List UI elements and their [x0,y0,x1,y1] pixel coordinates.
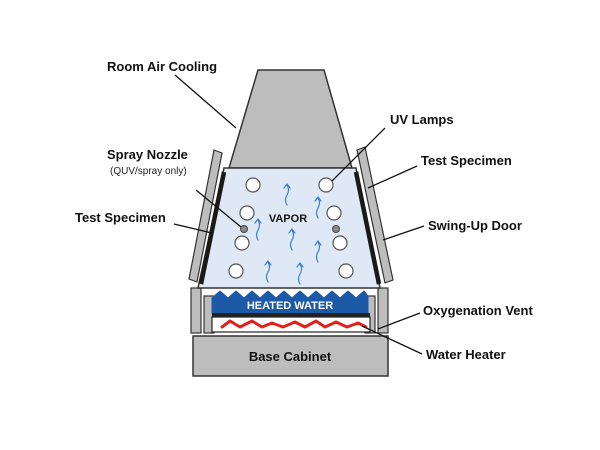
label-spray-nozzle: Spray Nozzle [107,147,188,162]
vapor-arrow-icon [254,218,262,241]
leader-test-specimen-left [173,223,213,234]
leader-spray-nozzle [195,189,242,228]
test-specimen-right [353,171,382,285]
spray-nozzle-right [332,225,340,233]
frame-post-right [377,287,389,334]
label-test-specimen-right: Test Specimen [421,153,512,168]
uv-lamp [245,177,261,193]
leader-test-specimen-right [367,165,418,189]
vapor-label: VAPOR [269,213,307,225]
vapor-arrows [254,183,322,285]
uv-lamps-left [228,177,261,279]
label-room-air-cooling: Room Air Cooling [107,59,217,74]
label-uv-lamps: UV Lamps [390,112,454,127]
vapor-arrow-icon [264,260,272,283]
label-spray-nozzle-note: (QUV/spray only) [110,166,187,177]
cooling-hood [227,69,353,169]
uv-lamps-right [318,177,354,279]
uv-lamp [318,177,334,193]
heated-water [211,290,369,314]
label-water-heater: Water Heater [426,347,506,362]
uv-lamp [228,263,244,279]
vapor-arrow-icon [283,183,291,206]
vapor-arrow-icon [296,262,304,285]
heater-tray-top [212,313,370,317]
uv-lamp [338,263,354,279]
leader-room-air-cooling [174,74,237,129]
base-cabinet-label: Base Cabinet [249,349,332,364]
leader-swing-up-door [382,225,425,241]
label-test-specimen-left: Test Specimen [75,210,166,225]
leader-oxygenation-vent [377,312,421,330]
test-specimen-left [198,171,227,285]
swing-up-door-left [188,149,223,283]
leader-uv-lamps [331,127,386,182]
uv-lamp [326,205,342,221]
leader-water-heater [361,325,423,355]
uv-lamp [239,205,255,221]
frame-post-left [190,287,202,334]
heated-water-label: HEATED WATER [247,300,333,312]
swing-up-door-right [356,146,394,284]
label-oxygenation-vent: Oxygenation Vent [423,303,533,318]
uv-lamp [332,235,348,251]
base-cabinet [192,335,389,377]
water-heater-element [220,319,368,329]
spray-nozzle-left [240,225,248,233]
uv-lamp [234,235,250,251]
vapor-arrow-icon [314,240,322,263]
vapor-arrow-icon [314,196,322,219]
label-swing-up-door: Swing-Up Door [428,218,522,233]
vapor-arrow-icon [288,228,296,251]
